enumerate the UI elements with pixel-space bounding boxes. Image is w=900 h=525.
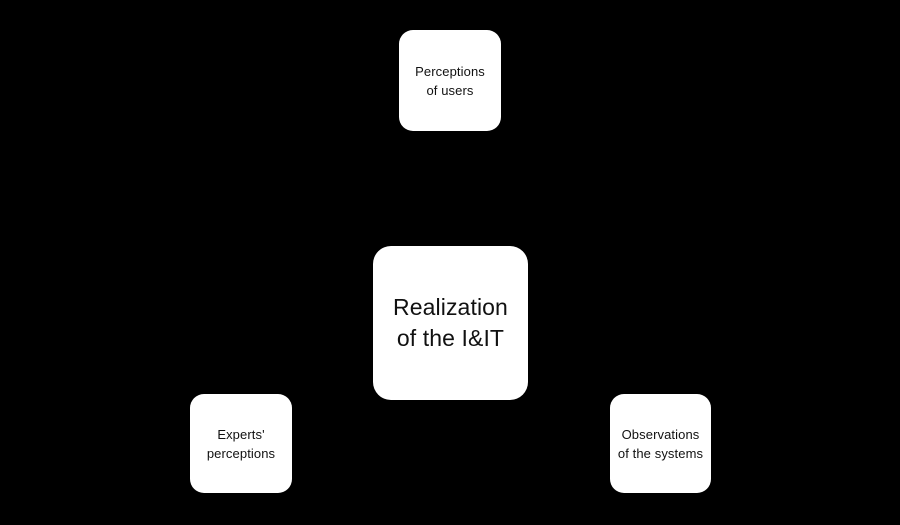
node-realization-of-the-it[interactable]: Realization of the I&IT [373,246,528,400]
node-label-observations-of-the-systems: Observations of the systems [617,426,704,461]
node-observations-of-the-systems[interactable]: Observations of the systems [610,394,711,493]
node-experts-perceptions[interactable]: Experts' perceptions [190,394,292,493]
node-label-perceptions-of-users: Perceptions of users [415,63,485,98]
node-perceptions-of-users[interactable]: Perceptions of users [399,30,501,131]
node-label-realization-of-the-it: Realization of the I&IT [393,294,508,351]
node-label-experts-perceptions: Experts' perceptions [206,426,276,461]
